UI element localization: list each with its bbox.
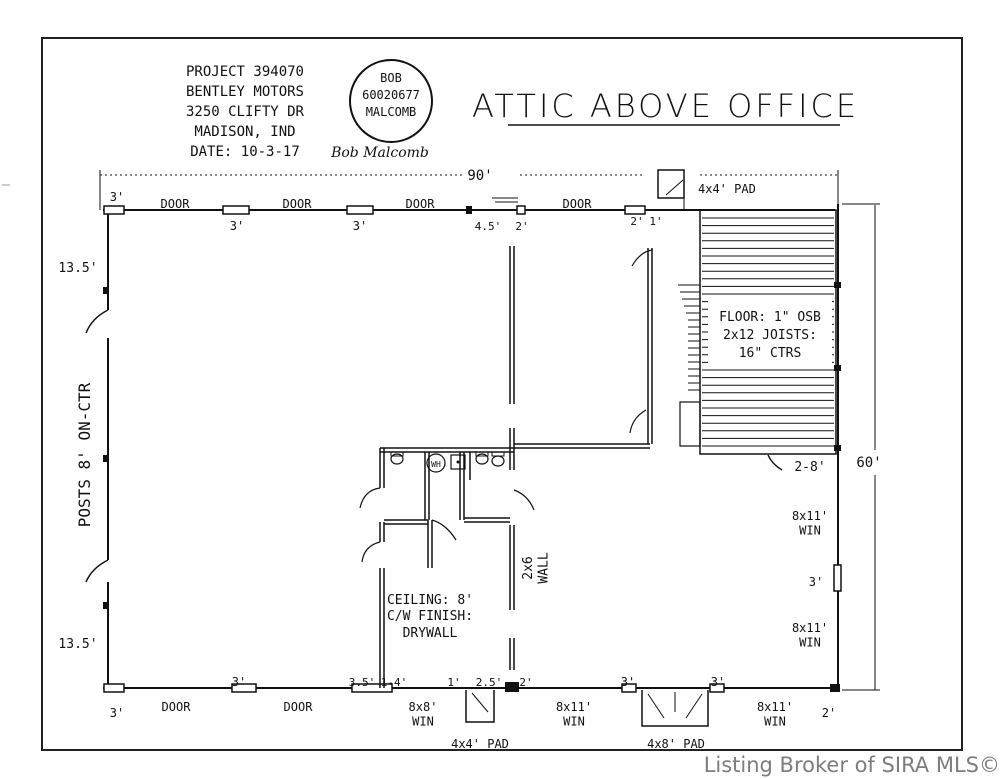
top-wall-openings: DOOR DOOR DOOR DOOR 3' 3' 4.5' 2' 2' 1' … (103, 190, 663, 233)
bottom-door-1: DOOR (162, 700, 192, 714)
left-door-1-swing (85, 309, 109, 334)
top-window-1-label: 3' (230, 219, 244, 233)
corner-br-label: 2' (822, 706, 836, 720)
top-door-2: DOOR (283, 197, 313, 211)
left-wall-note: POSTS 8' ON-CTR (75, 382, 94, 527)
top-pad-label: 4x4' PAD (698, 182, 756, 196)
attic-note-3: 16" CTRS (739, 346, 802, 361)
water-heater (426, 453, 446, 473)
top-left-corner-post (103, 205, 125, 215)
ceiling-note-1: CEILING: 8' (387, 593, 473, 608)
bottom-pads: 4x4' PAD 4x8' PAD (451, 690, 709, 751)
bottom-label-1-4: 1-4' (381, 676, 408, 689)
right-gap-label: 3' (809, 575, 823, 589)
bottom-windows: 8x8'WIN 8x11'WIN 8x11'WIN (409, 700, 794, 728)
bottom-label-2-5: 2.5' (476, 676, 503, 689)
floor-drain (450, 454, 466, 470)
project-line-3: 3250 CLIFTY DR (186, 104, 305, 120)
engineer-stamp: BOB 60020677 MALCOMB Bob Malcomb (330, 59, 433, 161)
project-line-4: MADISON, IND (194, 124, 295, 140)
overall-width-dimension: 90' (99, 168, 839, 210)
bottom-win-3: 8x11'WIN (757, 700, 793, 728)
project-line-1: PROJECT 394070 (186, 64, 304, 80)
drawing-title: ATTIC ABOVE OFFICE (472, 87, 859, 125)
bottom-label-3b: 3' (621, 675, 635, 689)
top-window-2 (346, 205, 374, 215)
restroom-fixtures: WH (390, 451, 505, 473)
top-post-1 (466, 206, 472, 214)
left-wall: 13.5' 13.5' POSTS 8' ON-CTR (58, 261, 109, 652)
attic-note-2: 2x12 JOISTS: (723, 328, 817, 343)
top-pad: 4x4' PAD (657, 169, 756, 210)
corner-tl-label: 3' (110, 190, 124, 204)
top-post-2 (516, 205, 526, 215)
ceiling-note-3: DRYWALL (403, 626, 458, 641)
top-label-4-5: 4.5' (475, 220, 502, 233)
toilet-1 (390, 453, 404, 465)
top-door-3: DOOR (406, 197, 436, 211)
right-wall: 8x11'WIN 8x11'WIN 3' (792, 282, 842, 649)
bottom-right-pad-label: 4x8' PAD (647, 737, 705, 751)
bottom-door-2: DOOR (284, 700, 314, 714)
top-label-2b: 2' (630, 215, 643, 228)
top-door-1: DOOR (161, 197, 191, 211)
bottom-label-2: 2' (519, 676, 532, 689)
left-top-dim: 13.5' (58, 261, 97, 276)
project-line-2: BENTLEY MOTORS (186, 84, 304, 100)
ceiling-note-2: C/W FINISH: (387, 609, 473, 624)
toilet-2 (475, 453, 489, 465)
bottom-win-2: 8x11'WIN (556, 700, 592, 728)
top-door-4: DOOR (563, 197, 593, 211)
attic-floor-area: FLOOR: 1" OSB 2x12 JOISTS: 16" CTRS 2-8' (678, 209, 837, 475)
corner-bl-label: 3' (110, 706, 124, 720)
stamp-license: 60020677 (362, 88, 420, 102)
overall-depth-dimension: 60' (842, 203, 882, 691)
sheet-border (41, 37, 963, 751)
project-info-block: PROJECT 394070 BENTLEY MOTORS 3250 CLIFT… (186, 64, 305, 160)
attic-door-label: 2-8' (794, 460, 825, 475)
bottom-win-1: 8x8'WIN (409, 700, 438, 728)
left-door-2-swing (85, 559, 109, 583)
overall-width-label: 90' (467, 168, 492, 184)
right-win-1: 8x11'WIN (792, 509, 828, 537)
top-window-1 (222, 205, 250, 215)
interior-walls (359, 246, 653, 688)
bottom-wall-openings: 3' 2' DOOR DOOR 3' 3.5' 1-4' 1' 2.5' 2' … (103, 675, 840, 720)
water-heater-label: WH (431, 460, 441, 469)
top-label-1: 1' (649, 215, 662, 228)
top-right-window (624, 205, 646, 215)
bottom-label-1: 1' (447, 676, 460, 689)
wall-note: 2x6WALL (521, 552, 552, 583)
top-label-2a: 2' (515, 220, 528, 233)
stamp-name-last: MALCOMB (366, 105, 417, 119)
project-date: DATE: 10-3-17 (190, 144, 300, 160)
bottom-label-3c: 3' (711, 675, 725, 689)
bottom-left-pad-label: 4x4' PAD (451, 737, 509, 751)
bottom-label-3a: 3' (232, 675, 246, 689)
listing-watermark: Listing Broker of SIRA MLS© (703, 753, 1000, 777)
stamp-name-first: BOB (380, 71, 402, 85)
toilet-3 (491, 455, 505, 467)
stamp-circle (349, 59, 433, 143)
bottom-label-3-5: 3.5' (349, 676, 376, 689)
signature: Bob Malcomb (330, 145, 429, 161)
left-bottom-dim: 13.5' (58, 637, 97, 652)
overall-depth-label: 60' (856, 455, 881, 471)
right-win-2: 8x11'WIN (792, 621, 828, 649)
attic-note-1: FLOOR: 1" OSB (719, 310, 821, 325)
top-window-2-label: 3' (353, 219, 367, 233)
